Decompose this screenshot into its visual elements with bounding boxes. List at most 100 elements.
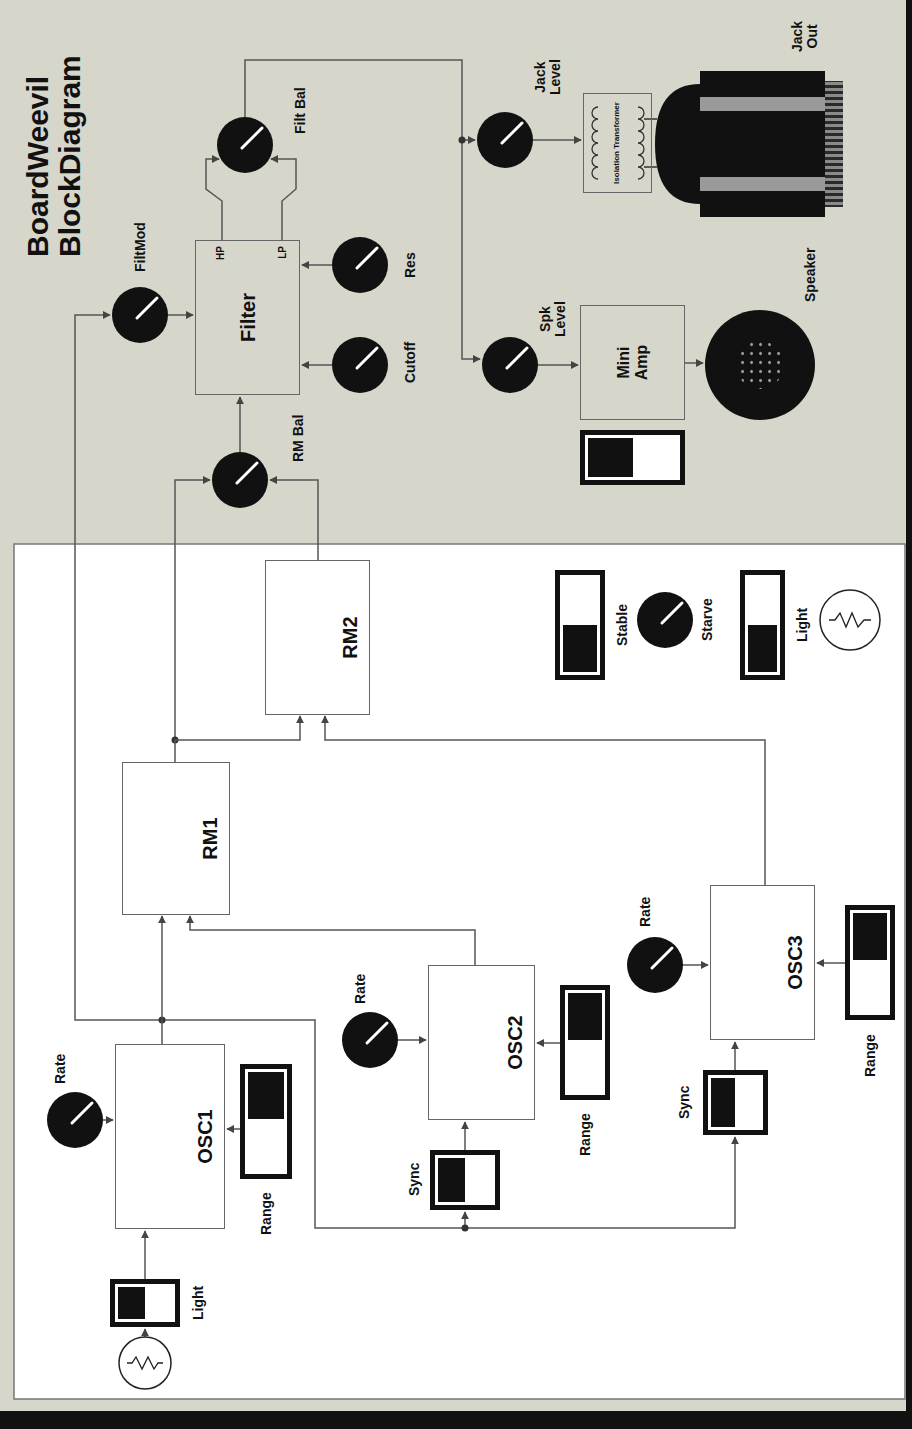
- control-label: RM Bal: [291, 415, 306, 462]
- knob: [47, 1092, 103, 1148]
- control-label: Jack Level: [533, 59, 564, 95]
- box-label: RM1: [199, 817, 221, 859]
- control-label: Light: [795, 608, 810, 642]
- wires: [75, 60, 845, 1337]
- port-label: HP: [215, 246, 226, 260]
- junction-dot: [462, 1225, 469, 1232]
- control-label: Spk Level: [538, 301, 569, 337]
- control-label: Rate: [353, 974, 368, 1004]
- wire: [683, 964, 708, 966]
- wire: [538, 364, 578, 366]
- wire: [144, 1329, 146, 1337]
- oscillator-box: OSC1: [115, 1044, 225, 1229]
- control-label: Speaker: [803, 248, 818, 302]
- wire: [239, 397, 241, 452]
- transformer-box: Isolation Transformer: [583, 93, 652, 193]
- signal-connector: [190, 916, 475, 965]
- wire: [537, 1042, 560, 1044]
- toggle-switch: [740, 570, 785, 680]
- knob: [342, 1012, 398, 1068]
- wire: [271, 159, 296, 240]
- control-label: Filt Bal: [293, 87, 308, 134]
- wire: [270, 480, 318, 560]
- wire: [398, 1039, 426, 1041]
- ring-modulator-box: RM2: [265, 560, 370, 715]
- knob: [112, 287, 168, 343]
- toggle-switch: [555, 570, 605, 680]
- switches: [110, 430, 895, 1327]
- box-label: Isolation Transformer: [613, 102, 622, 184]
- control-label: Cutoff: [403, 342, 418, 383]
- wire: [103, 1119, 113, 1121]
- box-label: Mini Amp: [615, 345, 650, 381]
- control-label: Res: [403, 252, 418, 278]
- knobs: [47, 112, 693, 1148]
- filter-box: Filter HP LP: [195, 240, 300, 395]
- wire: [227, 1128, 240, 1130]
- control-label: Stable: [615, 604, 630, 646]
- knob: [477, 112, 533, 168]
- toggle-switch: [845, 905, 895, 1020]
- wire: [206, 159, 222, 240]
- toggle-switch: [580, 430, 685, 485]
- control-label: FiltMod: [133, 222, 148, 272]
- port-label: LP: [277, 246, 288, 259]
- oscillator-box: OSC3: [710, 885, 815, 1040]
- photocell: [119, 1337, 171, 1389]
- photocell: [820, 590, 880, 650]
- signal-connector: [161, 916, 163, 1044]
- toggle-switch: [110, 1279, 180, 1327]
- wire: [734, 1042, 736, 1070]
- amplifier-box: Mini Amp: [580, 305, 685, 420]
- knob: [482, 337, 538, 393]
- control-label: Jack Out: [790, 21, 821, 52]
- toggle-switch: [240, 1064, 292, 1179]
- control-label: Range: [578, 1113, 593, 1156]
- box-label: OSC2: [504, 1015, 526, 1069]
- knob: [212, 452, 268, 508]
- knob: [332, 337, 388, 393]
- oscillator-panel: [14, 544, 905, 1399]
- speaker: [705, 310, 815, 420]
- wire: [302, 264, 332, 266]
- knob: [332, 237, 388, 293]
- symbols: [138, 626, 755, 1159]
- control-label: Rate: [53, 1054, 68, 1084]
- control-label: Starve: [700, 598, 715, 641]
- signal-connector: [325, 716, 765, 885]
- wire: [817, 962, 845, 964]
- knob: [637, 592, 693, 648]
- toggle-switch: [430, 1150, 500, 1210]
- junction-dot: [459, 137, 466, 144]
- box-label: RM2: [339, 616, 361, 658]
- control-label: Sync: [677, 1086, 692, 1119]
- box-label: OSC3: [784, 935, 806, 989]
- diagram-title: BoardWeevil BlockDiagram: [22, 55, 85, 257]
- toggle-switch: [560, 985, 610, 1100]
- wire: [175, 480, 210, 740]
- frame-bar: [0, 1411, 912, 1429]
- transformer-coils: [592, 107, 657, 179]
- control-label: Range: [863, 1034, 878, 1077]
- box-label: Filter: [237, 293, 259, 342]
- wire: [533, 139, 581, 141]
- signal-connector: [175, 716, 300, 762]
- knob: [627, 937, 683, 993]
- toggle-switch: [703, 1070, 768, 1135]
- ring-modulator-box: RM1: [122, 762, 230, 915]
- jack-socket: [655, 71, 843, 217]
- control-label: Sync: [407, 1163, 422, 1196]
- knob: [217, 117, 273, 173]
- frame-bar: [906, 0, 912, 1429]
- control-label: Rate: [638, 897, 653, 927]
- control-label: Light: [191, 1286, 206, 1320]
- box-label: OSC1: [194, 1109, 216, 1163]
- wire: [464, 1122, 466, 1150]
- wire: [302, 364, 332, 366]
- wire: [144, 1231, 146, 1279]
- wire: [685, 362, 703, 364]
- control-label: Range: [259, 1192, 274, 1235]
- oscillator-box: OSC2: [428, 965, 535, 1120]
- wire: [168, 314, 193, 316]
